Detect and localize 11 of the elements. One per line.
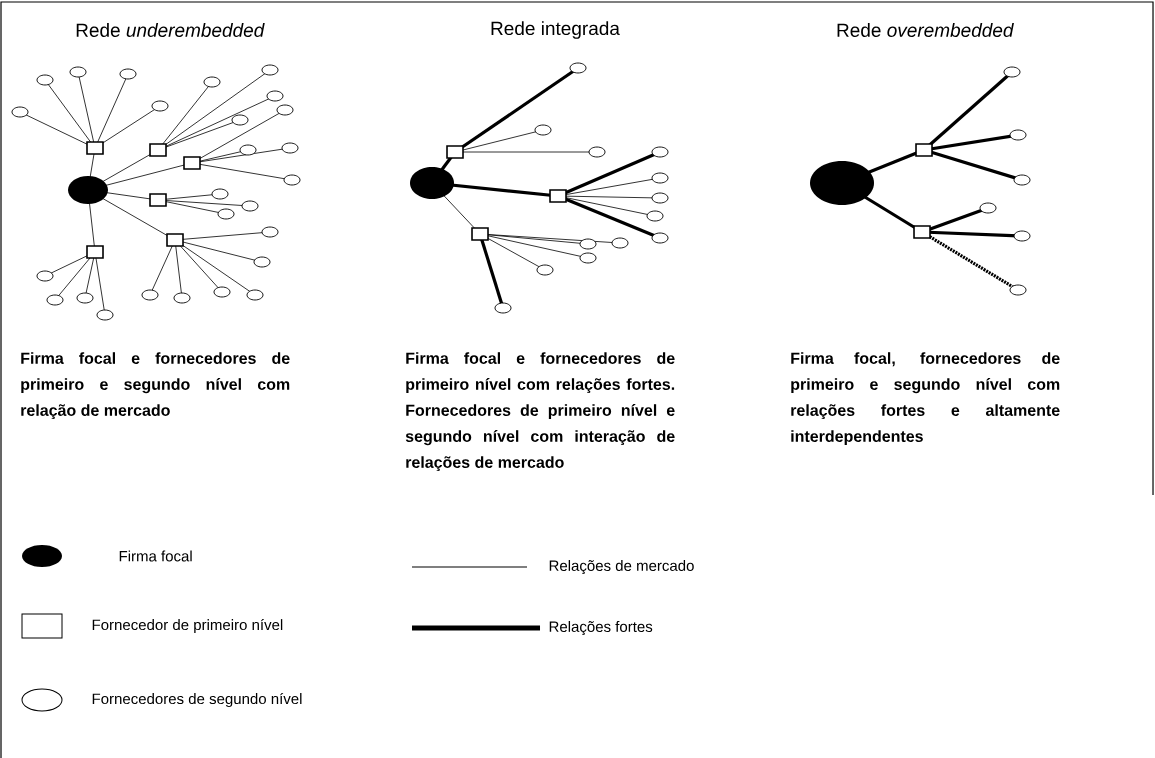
legend-text: Fornecedor de primeiro nível (92, 618, 283, 634)
column-heading: Rede underembedded (76, 23, 265, 37)
description-text: Firma focal e fornecedores de primeiro nível com relações fortes. Fornecedores de primeiro nível e segundo nível com interação de relações de mercado (405, 352, 675, 472)
column-heading: Rede overembedded (837, 23, 1014, 37)
column-heading: Rede integrada (491, 21, 620, 39)
legend-text: Firma focal (119, 550, 192, 562)
description-text: Firma focal e fornecedores de primeiro e segundo nível com relação de mercado (21, 352, 290, 420)
legend-text: Relações fortes (549, 621, 653, 636)
description-text: Firma focal, fornecedores de primeiro e segundo nível com relações fortes e altamente interdependentes (791, 352, 1060, 446)
legend-text: Fornecedores de segundo nível (92, 692, 302, 708)
legend-text: Relações de mercado (549, 560, 694, 575)
